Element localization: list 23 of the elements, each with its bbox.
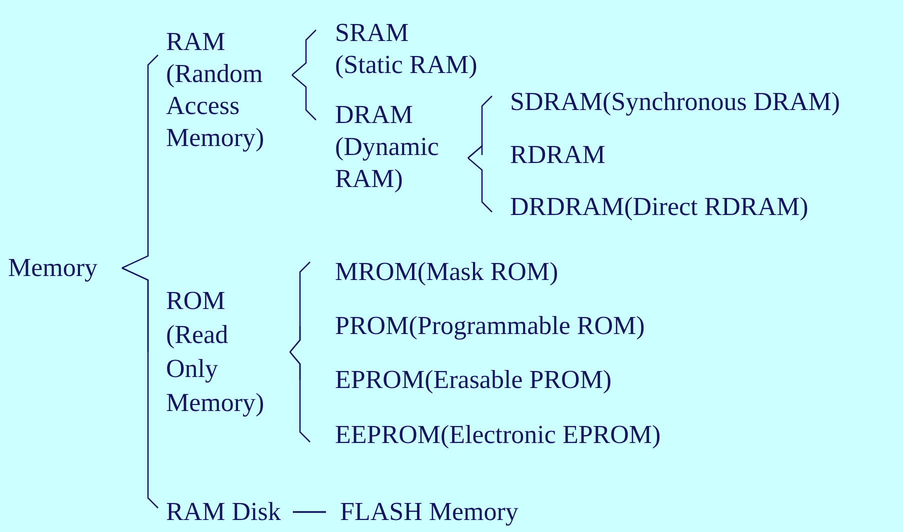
brace-line bbox=[122, 267, 158, 508]
tree-term: FLASH Memory bbox=[326, 496, 518, 528]
tree-term: RDRAM bbox=[482, 139, 606, 171]
tree-term: RAM Disk bbox=[158, 496, 293, 528]
brace-line bbox=[292, 74, 316, 120]
tree-term: DRAM (Dynamic RAM) bbox=[316, 99, 468, 195]
brace-line bbox=[468, 144, 483, 158]
tree-term: Memory bbox=[8, 252, 122, 284]
brace-line bbox=[468, 158, 492, 212]
brace-line bbox=[122, 54, 158, 269]
tree-term: RAM (Random Access Memory) bbox=[158, 26, 292, 154]
tree-term: ROM (Read Only Memory) bbox=[148, 284, 290, 420]
brace-line bbox=[290, 352, 310, 442]
brace-line bbox=[292, 30, 316, 76]
tree-term: EPROM(Erasable PROM) bbox=[300, 364, 612, 396]
tree-term: SRAM (Static RAM) bbox=[316, 17, 478, 81]
tree-term: DRDRAM(Direct RDRAM) bbox=[492, 191, 808, 223]
tree-term: PROM(Programmable ROM) bbox=[300, 310, 645, 342]
tree-term: MROM(Mask ROM) bbox=[310, 256, 558, 288]
brace-line bbox=[290, 326, 301, 352]
tree-term: EEPROM(Electronic EPROM) bbox=[310, 419, 661, 451]
connector-line bbox=[292, 511, 326, 513]
tree-term: SDRAM(Synchronous DRAM) bbox=[492, 86, 840, 118]
